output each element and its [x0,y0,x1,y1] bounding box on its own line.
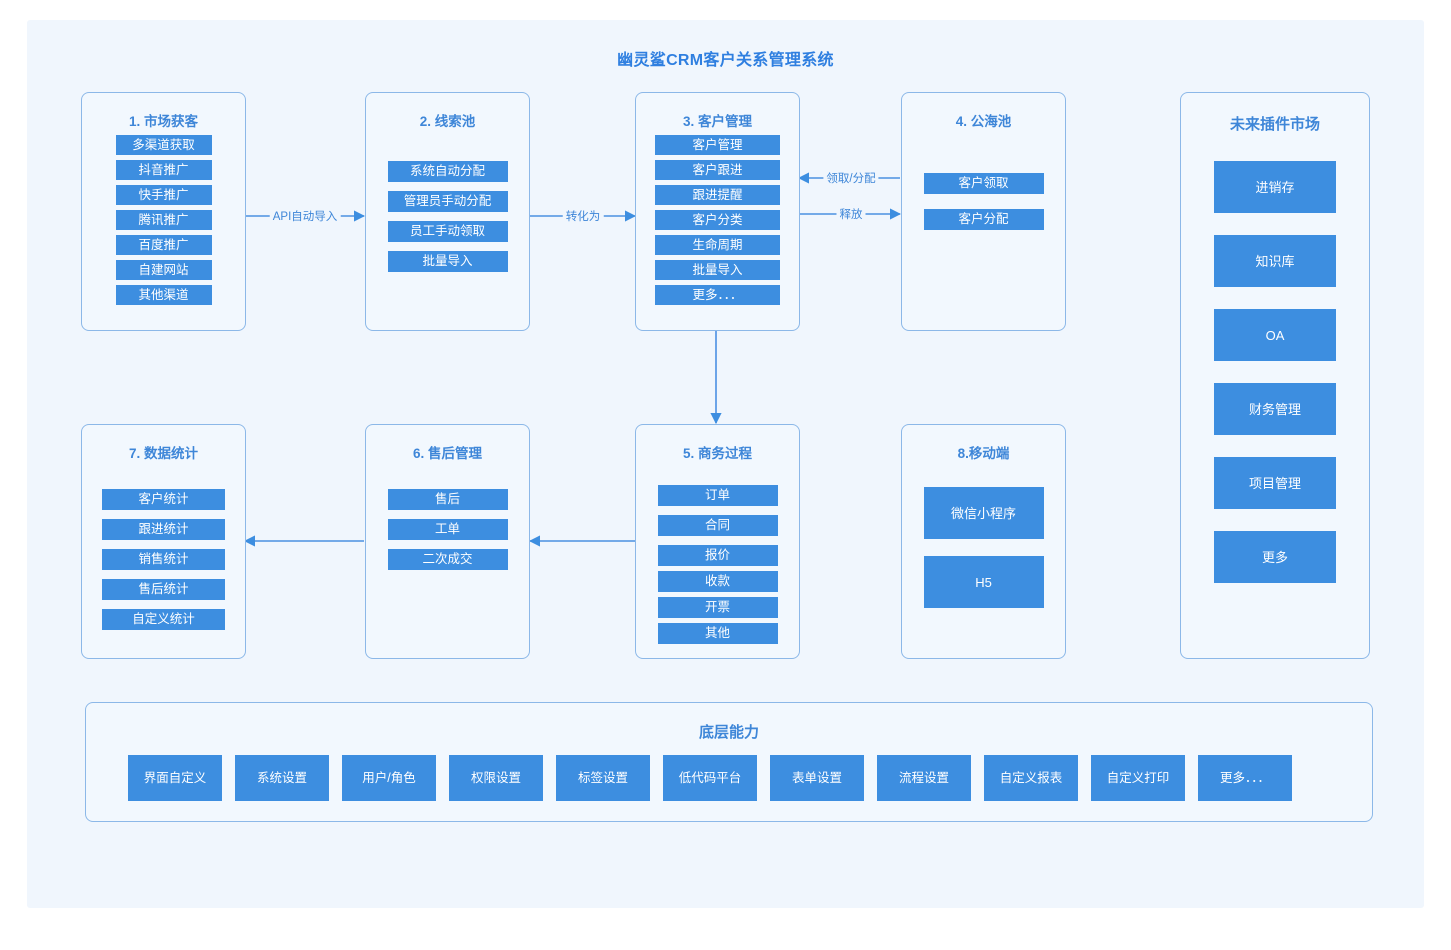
btn-capability-2[interactable]: 用户/角色 [342,755,436,801]
btn-cm-3[interactable]: 客户分类 [655,210,780,230]
card-public-pool[interactable]: 4. 公海池 客户领取 客户分配 [901,92,1066,331]
btn-stats-4[interactable]: 自定义统计 [102,609,225,630]
btn-bp-2[interactable]: 报价 [657,545,778,566]
btn-as-2[interactable]: 二次成交 [387,549,508,570]
btn-market-1[interactable]: 抖音推广 [115,160,212,180]
btn-pp-0[interactable]: 客户领取 [923,173,1044,194]
btn-stats-3[interactable]: 售后统计 [102,579,225,600]
connector-label-claim-assign: 领取/分配 [823,170,879,186]
btn-market-6[interactable]: 其他渠道 [115,285,212,305]
card-business-process[interactable]: 5. 商务过程 订单 合同 报价 收款 开票 其他 [635,424,800,659]
btn-capability-1[interactable]: 系统设置 [235,755,329,801]
btn-capability-9[interactable]: 自定义打印 [1091,755,1185,801]
btn-cm-2[interactable]: 跟进提醒 [655,185,780,205]
btn-market-0[interactable]: 多渠道获取 [115,135,212,155]
btn-bp-0[interactable]: 订单 [657,485,778,506]
btn-capability-8[interactable]: 自定义报表 [984,755,1078,801]
card-title-market-acquisition: 1. 市场获客 [128,114,198,129]
btn-capability-10[interactable]: 更多．．． [1198,755,1292,801]
btn-lead-1[interactable]: 管理员手动分配 [387,191,508,212]
card-title-after-sales: 6. 售后管理 [412,446,482,461]
btn-lead-2[interactable]: 员工手动领取 [387,221,508,242]
card-title-business-process: 5. 商务过程 [682,446,752,461]
btn-as-0[interactable]: 售后 [387,489,508,510]
capability-title: 底层能力 [698,724,759,741]
btn-cm-6[interactable]: 更多．．． [655,285,780,305]
btn-pp-1[interactable]: 客户分配 [923,209,1044,230]
btn-lead-3[interactable]: 批量导入 [387,251,508,272]
btn-plugin-3[interactable]: 财务管理 [1214,383,1336,435]
btn-market-2[interactable]: 快手推广 [115,185,212,205]
btn-plugin-4[interactable]: 项目管理 [1214,457,1336,509]
card-data-statistics[interactable]: 7. 数据统计 客户统计 跟进统计 销售统计 售后统计 自定义统计 [81,424,246,659]
btn-market-4[interactable]: 百度推广 [115,235,212,255]
btn-cm-5[interactable]: 批量导入 [655,260,780,280]
btn-stats-1[interactable]: 跟进统计 [102,519,225,540]
btn-market-5[interactable]: 自建网站 [115,260,212,280]
btn-cm-4[interactable]: 生命周期 [655,235,780,255]
diagram-canvas: 幽灵鲨CRM客户关系管理系统 API自动导入 转化为 领取/分配 释放 1. 市… [27,20,1424,908]
card-title-public-pool: 4. 公海池 [955,114,1012,129]
connector-label-release: 释放 [836,206,866,222]
page-title: 幽灵鲨CRM客户关系管理系统 [617,52,834,69]
btn-mobile-1[interactable]: H5 [923,556,1044,608]
btn-bp-4[interactable]: 开票 [657,597,778,618]
btn-bp-1[interactable]: 合同 [657,515,778,536]
btn-cm-1[interactable]: 客户跟进 [655,160,780,180]
btn-capability-5[interactable]: 低代码平台 [663,755,757,801]
btn-stats-0[interactable]: 客户统计 [102,489,225,510]
card-title-data-statistics: 7. 数据统计 [128,446,198,461]
btn-plugin-0[interactable]: 进销存 [1214,161,1336,213]
card-title-mobile: 8.移动端 [957,446,1010,461]
btn-plugin-1[interactable]: 知识库 [1214,235,1336,287]
btn-mobile-0[interactable]: 微信小程序 [923,487,1044,539]
btn-capability-7[interactable]: 流程设置 [877,755,971,801]
card-mobile[interactable]: 8.移动端 微信小程序 H5 [901,424,1066,659]
card-title-lead-pool: 2. 线索池 [419,114,476,129]
card-market-acquisition[interactable]: 1. 市场获客 多渠道获取 抖音推广 快手推广 腾讯推广 百度推广 自建网站 其… [81,92,246,331]
card-lead-pool[interactable]: 2. 线索池 系统自动分配 管理员手动分配 员工手动领取 批量导入 [365,92,530,331]
card-after-sales[interactable]: 6. 售后管理 售后 工单 二次成交 [365,424,530,659]
card-title-plugin-market: 未来插件市场 [1229,116,1320,133]
btn-capability-0[interactable]: 界面自定义 [128,755,222,801]
btn-lead-0[interactable]: 系统自动分配 [387,161,508,182]
card-title-customer-management: 3. 客户管理 [682,114,752,129]
btn-capability-6[interactable]: 表单设置 [770,755,864,801]
btn-bp-3[interactable]: 收款 [657,571,778,592]
connector-label-convert-to: 转化为 [562,208,604,224]
btn-cm-0[interactable]: 客户管理 [655,135,780,155]
card-customer-management[interactable]: 3. 客户管理 客户管理 客户跟进 跟进提醒 客户分类 生命周期 批量导入 更多… [635,92,800,331]
capability-button-row: 界面自定义 系统设置 用户/角色 权限设置 标签设置 低代码平台 表单设置 流程… [128,755,1292,801]
btn-as-1[interactable]: 工单 [387,519,508,540]
btn-capability-3[interactable]: 权限设置 [449,755,543,801]
btn-stats-2[interactable]: 销售统计 [102,549,225,570]
btn-plugin-5[interactable]: 更多 [1214,531,1336,583]
btn-bp-5[interactable]: 其他 [657,623,778,644]
card-plugin-market[interactable]: 未来插件市场 进销存 知识库 OA 财务管理 项目管理 更多 [1180,92,1370,659]
btn-market-3[interactable]: 腾讯推广 [115,210,212,230]
btn-capability-4[interactable]: 标签设置 [556,755,650,801]
btn-plugin-2[interactable]: OA [1214,309,1336,361]
panel-capability[interactable]: 底层能力 界面自定义 系统设置 用户/角色 权限设置 标签设置 低代码平台 表单… [85,702,1373,822]
connector-label-api-import: API自动导入 [269,208,341,224]
